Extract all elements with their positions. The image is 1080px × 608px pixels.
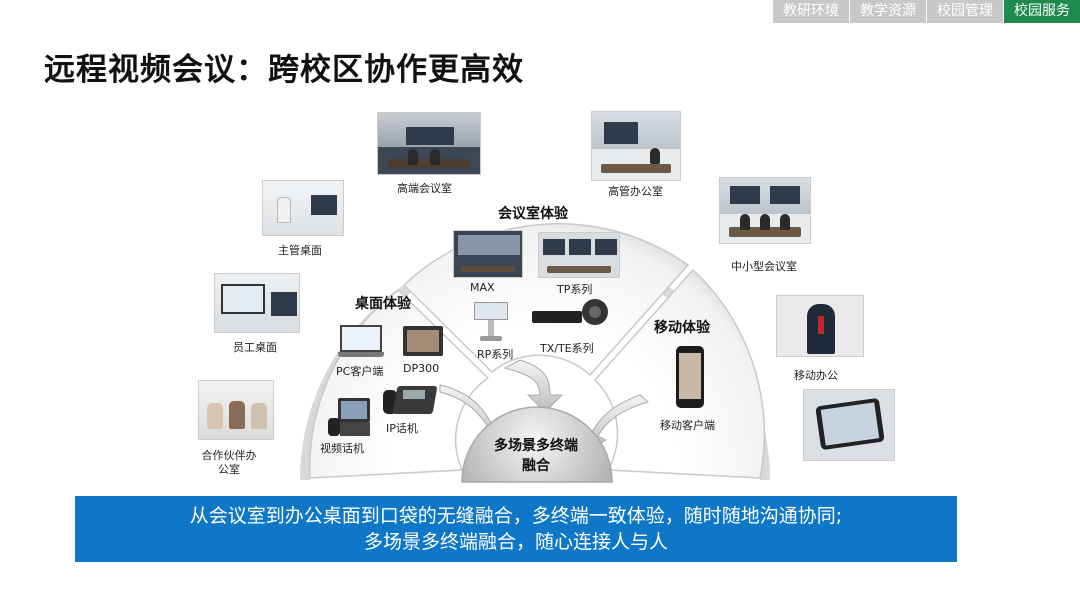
segment-label-mobile: 移动体验 xyxy=(654,320,710,336)
dp300-image xyxy=(403,326,443,360)
txte-device-image xyxy=(532,297,612,333)
page-title: 远程视频会议：跨校区协作更高效 xyxy=(44,52,524,88)
center-hub-line1: 多场景多终端 xyxy=(494,438,578,454)
tp-device-label: TP系列 xyxy=(557,283,593,296)
center-hub-line2: 融合 xyxy=(522,458,550,474)
summary-banner: 从会议室到办公桌面到口袋的无缝融合，多终端一致体验，随时随地沟通协同; 多场景多… xyxy=(75,496,957,562)
max-device-label: MAX xyxy=(470,281,495,294)
exec-office-label: 高管办公室 xyxy=(608,185,663,198)
top-nav: 教研环境 教学资源 校园管理 校园服务 xyxy=(772,0,1080,23)
pc-client-image xyxy=(338,325,384,359)
small-room-label: 中小型会议室 xyxy=(731,260,797,273)
arrow-top xyxy=(503,359,564,413)
summary-banner-line2: 多场景多终端融合，随心连接人与人 xyxy=(363,531,668,553)
video-phone-label: 视频话机 xyxy=(320,442,364,455)
ip-phone-label: IP话机 xyxy=(386,422,418,435)
mobile-client-image xyxy=(676,346,704,408)
tab-research-env[interactable]: 教研环境 xyxy=(772,0,849,23)
tablet-photo xyxy=(803,389,895,461)
manager-desk-label: 主管桌面 xyxy=(278,244,322,257)
segment-label-meeting-room: 会议室体验 xyxy=(498,206,568,222)
video-phone-image xyxy=(328,398,372,438)
partner-office-label-line1: 合作伙伴办 xyxy=(201,449,257,462)
partner-office-photo xyxy=(198,380,274,440)
partner-office-label-line2: 公室 xyxy=(218,463,240,476)
partner-office-label: 合作伙伴办 公室 xyxy=(194,449,264,477)
staff-desk-label: 员工桌面 xyxy=(233,341,277,354)
rp-device-image xyxy=(472,300,510,342)
max-device-image xyxy=(453,230,523,278)
exec-office-photo xyxy=(591,111,681,181)
tab-campus-services[interactable]: 校园服务 xyxy=(1003,0,1080,23)
summary-banner-line1: 从会议室到办公桌面到口袋的无缝融合，多终端一致体验，随时随地沟通协同; xyxy=(189,505,843,527)
mobile-client-label: 移动客户端 xyxy=(660,419,715,432)
tp-device-image xyxy=(538,232,620,278)
dp300-label: DP300 xyxy=(403,362,440,375)
segment-label-desktop: 桌面体验 xyxy=(355,296,411,312)
rp-device-label: RP系列 xyxy=(477,348,514,361)
center-hub xyxy=(461,406,613,483)
ip-phone-image xyxy=(383,384,438,418)
staff-desk-photo xyxy=(214,273,300,333)
mobile-office-label: 移动办公 xyxy=(794,369,838,382)
tab-campus-management[interactable]: 校园管理 xyxy=(926,0,1003,23)
txte-device-label: TX/TE系列 xyxy=(540,342,594,355)
high-end-room-photo xyxy=(377,112,481,175)
mobile-office-photo xyxy=(776,295,864,357)
small-room-photo xyxy=(719,177,811,244)
tab-teaching-resources[interactable]: 教学资源 xyxy=(849,0,926,23)
pc-client-label: PC客户端 xyxy=(336,365,384,378)
manager-desk-photo xyxy=(262,180,344,236)
center-hub-label: 多场景多终端 融合 xyxy=(466,436,606,476)
high-end-room-label: 高端会议室 xyxy=(397,182,452,195)
